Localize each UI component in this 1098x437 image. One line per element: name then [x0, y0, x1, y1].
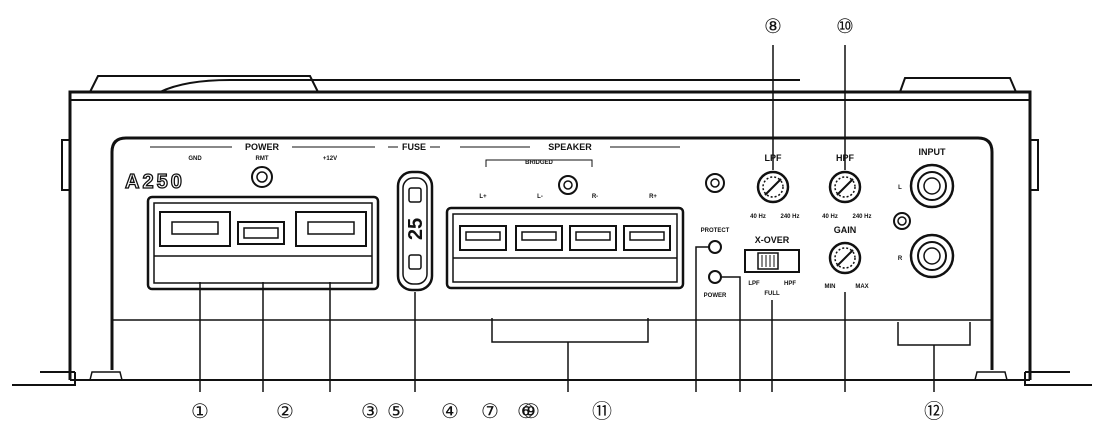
callout-10: ⑩ — [836, 14, 854, 38]
plus12v-terminal — [295, 211, 367, 247]
callout-1: ① — [191, 399, 209, 423]
chassis — [12, 75, 1092, 386]
callout-11: ⑪ — [592, 399, 612, 423]
rmt-label: RMT — [256, 156, 269, 162]
speaker-section: SPEAKER BRIDGED L+ L- R- R+ — [445, 142, 685, 392]
callout-12: ⑫ — [924, 399, 944, 423]
callout-5: ⑤ — [387, 399, 405, 423]
speaker-terminal-label: R- — [592, 194, 598, 200]
rmt-jack — [251, 166, 273, 188]
input-right-rca — [909, 233, 955, 279]
gain-min-label: MIN — [825, 284, 836, 290]
lpf-max-label: 240 Hz — [780, 214, 799, 220]
power-section: POWER GND RMT +12V — [146, 142, 380, 291]
speaker-terminal-label: L- — [537, 194, 543, 200]
model-logo: A250 — [125, 171, 185, 193]
gnd-label: GND — [188, 156, 202, 162]
lpf-knob — [756, 170, 790, 204]
speaker-center-jack — [558, 175, 578, 195]
gain-max-label: MAX — [855, 284, 868, 290]
speaker-terminals — [459, 225, 671, 251]
lpf-min-label: 40 Hz — [750, 214, 766, 220]
input-right-label: R — [898, 256, 903, 262]
rmt-terminal — [237, 221, 285, 245]
remote-bass-jack — [705, 173, 725, 193]
input-small-jack — [893, 212, 911, 230]
protect-led — [708, 240, 722, 254]
callout-8: ⑧ — [764, 14, 782, 38]
callout-7: ⑦ — [481, 399, 499, 423]
xover-label: X-OVER — [755, 235, 790, 245]
gnd-terminal — [159, 211, 231, 247]
xover-switch — [744, 249, 800, 273]
callout-6: ⑥ — [517, 399, 535, 423]
hpf-knob — [828, 170, 862, 204]
hpf-max-label: 240 Hz — [852, 214, 871, 220]
fuse-section-label: FUSE — [402, 142, 426, 152]
xover-hpf-label: HPF — [784, 281, 796, 287]
callout-9: ⑨ — [522, 399, 540, 423]
callout-4: ④ — [441, 399, 459, 423]
power-led — [708, 270, 722, 284]
input-left-label: L — [898, 185, 902, 191]
speaker-terminal-label: L+ — [479, 194, 487, 200]
xover-lpf-label: LPF — [748, 281, 760, 287]
gain-label: GAIN — [834, 225, 857, 235]
power-led-label: POWER — [704, 293, 727, 299]
xover-full-label: FULL — [764, 291, 780, 297]
callout-3: ③ — [361, 399, 379, 423]
fuse-holder — [396, 170, 434, 292]
fuse-rating: 25 — [405, 218, 427, 240]
input-label: INPUT — [919, 147, 947, 157]
speaker-terminal-label: R+ — [649, 194, 657, 200]
speaker-section-label: SPEAKER — [548, 142, 592, 152]
leader-lines — [199, 45, 846, 392]
hpf-min-label: 40 Hz — [822, 214, 838, 220]
fuse-section: FUSE 25 — [388, 142, 440, 292]
speaker-terminal-block — [445, 206, 685, 290]
bridged-label: BRIDGED — [525, 160, 553, 166]
controls-section: PROTECT POWER LPF 40 Hz 240 Hz HPF 40 Hz… — [701, 147, 971, 392]
power-section-label: POWER — [245, 142, 280, 152]
protect-led-label: PROTECT — [701, 228, 730, 234]
gain-knob — [828, 241, 862, 275]
callouts: ⑧ ⑩ ① ② ③ ⑤ ④ ⑦ ⑥ ⑨ ⑪ ⑫ — [191, 14, 944, 423]
callout-2: ② — [276, 399, 294, 423]
input-left-rca — [909, 163, 955, 209]
plus12v-label: +12V — [323, 156, 337, 162]
